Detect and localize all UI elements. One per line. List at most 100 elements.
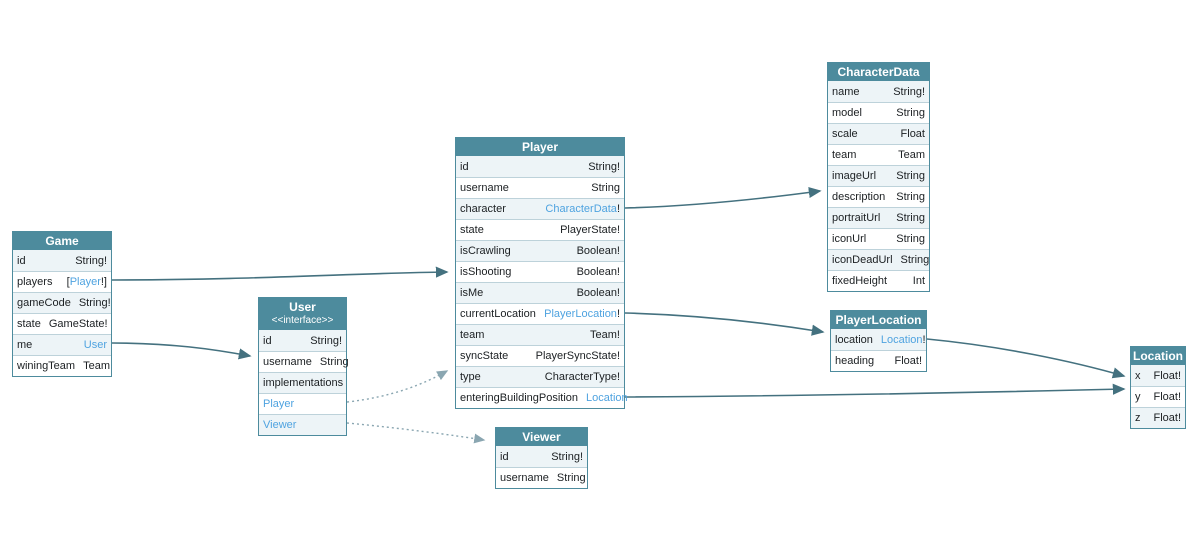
table-header-user[interactable]: User<<interface>> — [259, 298, 346, 330]
field-name: me — [17, 339, 33, 351]
type-link-CharacterData[interactable]: CharacterData — [545, 203, 617, 215]
field-name: currentLocation — [460, 308, 536, 320]
implementation-link[interactable]: Player — [263, 398, 295, 410]
field-row-game-players[interactable]: players[Player!] — [13, 271, 111, 292]
field-name: username — [263, 356, 312, 368]
field-row-user-Player[interactable]: Player — [259, 393, 346, 414]
field-type: Boolean! — [576, 287, 620, 299]
edge-PlayerLocation.location-to-Location — [926, 338, 1126, 379]
field-type: String — [319, 356, 349, 368]
field-type: String — [556, 472, 586, 484]
field-row-user-username[interactable]: username String — [259, 351, 349, 372]
field-name: players — [17, 276, 53, 288]
field-name: username — [500, 472, 549, 484]
field-name: id — [17, 254, 26, 267]
field-row-characterdata-portraitUrl[interactable]: portraitUrl String — [828, 207, 929, 228]
field-type: Float — [900, 128, 925, 140]
table-header-game[interactable]: Game — [13, 232, 111, 250]
type-link-Player[interactable]: Player — [69, 276, 101, 288]
field-type: Float! — [894, 355, 922, 367]
edge-User.Viewer-to-Viewer — [346, 422, 486, 444]
edge-Player.character-to-CharacterData — [624, 186, 822, 209]
field-name: description — [832, 191, 886, 203]
table-title: User — [289, 300, 316, 314]
field-type: Team — [898, 149, 925, 161]
field-row-characterdata-model[interactable]: model String — [828, 102, 929, 123]
field-row-characterdata-description[interactable]: description String — [828, 186, 929, 207]
implementation-link[interactable]: Viewer — [263, 419, 297, 431]
field-row-game-id[interactable]: id String! — [13, 250, 111, 271]
field-type: Location — [586, 392, 628, 404]
field-type: String — [896, 191, 925, 203]
field-type: Int — [912, 275, 925, 287]
table-header-characterdata[interactable]: CharacterData — [828, 63, 929, 81]
field-row-user-Viewer[interactable]: Viewer — [259, 414, 346, 435]
field-row-game-state[interactable]: state GameState! — [13, 313, 111, 334]
table-header-player[interactable]: Player — [456, 138, 624, 156]
field-type: Boolean! — [576, 245, 620, 257]
field-name: team — [460, 329, 485, 341]
field-name: id — [263, 334, 272, 347]
field-name: character — [460, 203, 506, 215]
field-name: implementations — [263, 377, 344, 389]
field-row-user-implementations[interactable]: implementations — [259, 372, 346, 393]
field-type: GameState! — [48, 318, 108, 330]
table-header-playerlocation[interactable]: PlayerLocation — [831, 311, 926, 329]
field-row-viewer-username[interactable]: username String — [496, 467, 587, 488]
type-link-Location[interactable]: Location — [586, 392, 628, 404]
table-title: Location — [1133, 349, 1183, 363]
table-header-location[interactable]: Location — [1131, 347, 1185, 365]
table-header-viewer[interactable]: Viewer — [496, 428, 587, 446]
field-type: CharacterType! — [544, 371, 620, 383]
type-link-Location[interactable]: Location — [880, 333, 923, 346]
type-link-PlayerLocation[interactable]: PlayerLocation — [544, 308, 617, 320]
field-type: String — [896, 107, 925, 119]
field-type: String! — [75, 254, 107, 267]
field-name: model — [832, 107, 862, 119]
field-type: Float! — [1153, 391, 1181, 403]
field-name: username — [460, 182, 509, 194]
field-row-game-me[interactable]: me User — [13, 334, 111, 355]
field-name: state — [17, 318, 41, 330]
field-name: imageUrl — [832, 170, 877, 182]
field-type: String! — [78, 297, 111, 309]
field-name: portraitUrl — [832, 212, 881, 224]
field-type: Boolean! — [576, 266, 620, 278]
type-link-User[interactable]: User — [83, 339, 107, 351]
field-type: Team — [83, 360, 110, 372]
field-type: String — [896, 212, 925, 224]
